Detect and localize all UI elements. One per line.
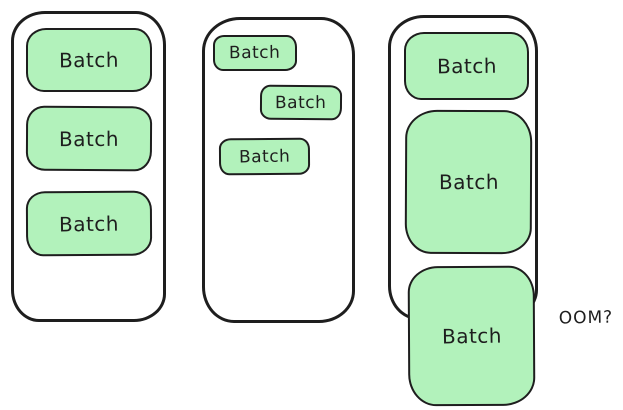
batch-label: Batch [436,53,497,79]
batch-label: Batch [58,47,120,73]
batch-box: Batch [404,32,529,100]
batch-box: Batch [259,84,343,121]
batch-label: Batch [275,92,327,113]
batch-box: Batch [26,28,152,92]
memory-container-1: Batch Batch Batch [11,11,166,322]
batch-label: Batch [58,211,120,236]
batch-box: Batch [25,105,153,172]
batch-box-overflowing: Batch [407,265,536,407]
batch-box: Batch [404,109,533,255]
memory-container-2: Batch Batch Batch [202,17,355,323]
batch-label: Batch [238,146,291,167]
batch-label: Batch [438,169,499,195]
batch-label: Batch [441,323,502,349]
batch-box: Batch [213,35,297,71]
memory-container-3: Batch Batch Batch [388,15,538,407]
batch-label: Batch [229,42,281,64]
batch-label: Batch [58,126,120,151]
batch-box: Batch [25,190,153,257]
batch-box: Batch [218,137,311,176]
oom-annotation: OOM? [558,307,614,329]
